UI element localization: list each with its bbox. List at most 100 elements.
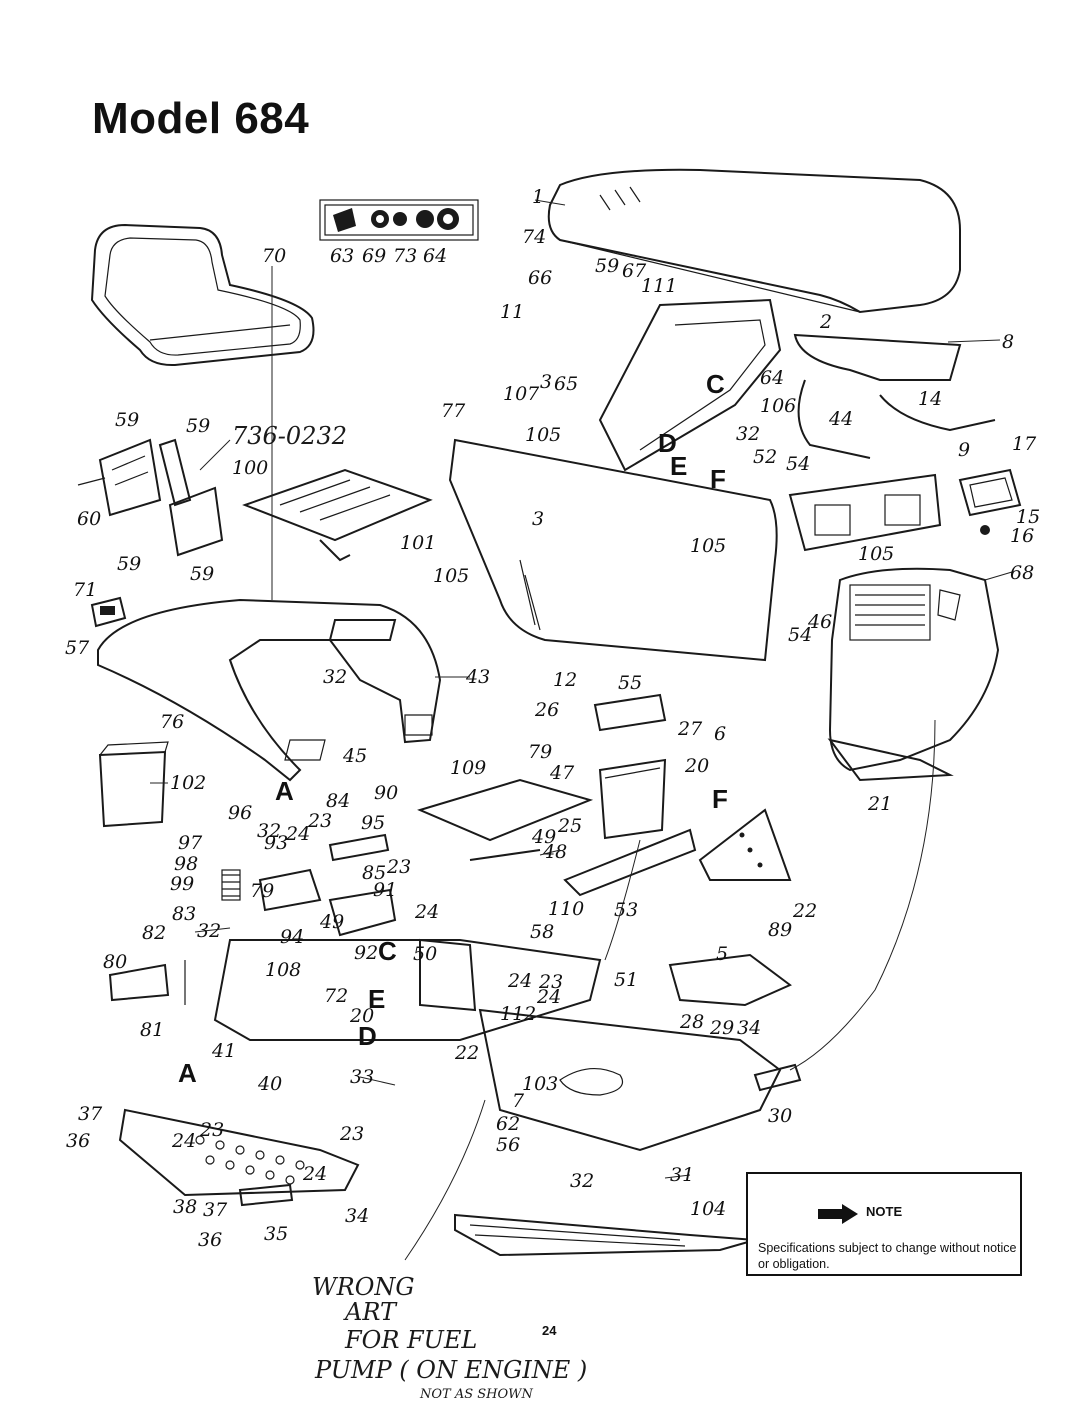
callout-24-6: 24 (302, 1163, 327, 1185)
bracket-4-part (668, 953, 792, 1007)
hood-bracket-part (788, 473, 942, 552)
callout-103: 103 (522, 1073, 558, 1095)
steering-support-part (598, 298, 782, 472)
seat-part (90, 223, 315, 367)
callout-58: 58 (530, 921, 554, 943)
callout-105-4: 105 (858, 543, 894, 565)
callout-79-2: 79 (250, 880, 274, 902)
callout-110: 110 (548, 898, 584, 920)
headlight-part (958, 468, 1022, 535)
note-box: NOTE Specifications subject to change wi… (746, 1172, 1022, 1276)
callout-89: 89 (768, 919, 792, 941)
footrest-part (118, 1108, 360, 1197)
callout-12: 12 (553, 669, 577, 691)
spring-part (221, 869, 241, 901)
callout-79: 79 (528, 741, 552, 763)
grille-part (827, 567, 1000, 782)
tool-box-part (98, 741, 169, 828)
callout-56: 56 (496, 1134, 520, 1156)
callout-51: 51 (614, 969, 638, 991)
handwritten-part-number: 736-0232 (232, 422, 347, 450)
callout-94: 94 (280, 926, 304, 948)
callout-14: 14 (918, 388, 942, 410)
callout-95: 95 (361, 812, 385, 834)
callout-34: 34 (737, 1017, 761, 1039)
callout-36: 36 (66, 1130, 90, 1152)
callout-107: 107 (503, 383, 540, 405)
callout-108: 108 (265, 959, 301, 981)
callout-85: 85 (362, 862, 386, 884)
callout-24-5: 24 (171, 1130, 196, 1152)
callout-45: 45 (342, 745, 367, 767)
callout-97: 97 (178, 832, 203, 854)
switch-part (90, 596, 127, 628)
callout-24-4: 24 (536, 986, 561, 1008)
callout-2: 2 (819, 311, 832, 333)
dash-panel-part (448, 438, 778, 662)
callout-112: 112 (500, 1003, 536, 1025)
callout-66: 66 (528, 267, 552, 289)
ref-letter-e-upper: E (670, 451, 687, 481)
note-text: Specifications subject to change without… (758, 1241, 1017, 1271)
callout-96: 96 (228, 802, 252, 824)
bracket-35-part (238, 1183, 294, 1207)
clutch-bracket-part (108, 960, 186, 1005)
ref-letter-c-upper: C (706, 369, 725, 399)
callout-11: 11 (500, 301, 524, 323)
callout-3-2: 3 (532, 508, 544, 530)
callout-44: 44 (828, 408, 853, 430)
ref-letter-e-lower: E (368, 984, 385, 1014)
seat-plate-part (242, 468, 433, 562)
callout-50: 50 (413, 943, 437, 965)
callout-31: 31 (670, 1164, 694, 1186)
arrow-right-icon (818, 1204, 858, 1224)
frame-part (213, 938, 782, 1152)
callout-32-4: 32 (197, 920, 221, 942)
callout-24-3: 24 (507, 970, 532, 992)
callout-36-2: 36 (198, 1229, 222, 1251)
callout-22-2: 22 (454, 1042, 479, 1064)
callout-9: 9 (958, 439, 970, 461)
callout-32-5: 32 (570, 1170, 594, 1192)
callout-59: 59 (115, 409, 139, 431)
callout-55: 55 (618, 672, 642, 694)
callout-40: 40 (257, 1073, 282, 1095)
callout-53: 53 (614, 899, 638, 921)
callout-98: 98 (174, 853, 198, 875)
callout-92: 92 (354, 942, 378, 964)
callout-102: 102 (170, 772, 206, 794)
callout-54-2: 54 (788, 624, 812, 646)
callout-47: 47 (549, 762, 575, 784)
callout-82: 82 (142, 922, 166, 944)
callout-62: 62 (496, 1113, 520, 1135)
callout-32-2: 32 (736, 423, 760, 445)
callout-111: 111 (641, 275, 677, 297)
callout-83: 83 (172, 903, 196, 925)
page-number: 24 (542, 1323, 557, 1338)
callout-105: 105 (525, 424, 561, 446)
callout-34-2: 34 (345, 1205, 369, 1227)
callout-71: 71 (73, 579, 97, 601)
callout-38: 38 (173, 1196, 197, 1218)
callout-72: 72 (324, 985, 348, 1007)
callout-90: 90 (374, 782, 398, 804)
callout-6: 6 (714, 723, 726, 745)
callout-3: 3 (540, 371, 552, 393)
callout-15: 15 (1016, 506, 1040, 528)
callout-84: 84 (326, 790, 350, 812)
callout-27: 27 (677, 718, 703, 740)
callout-23-5: 23 (339, 1123, 364, 1145)
callout-77: 77 (441, 400, 466, 422)
page-title: Model 684 (92, 94, 310, 143)
callout-57: 57 (65, 637, 90, 659)
callout-80: 80 (103, 951, 127, 973)
callout-52: 52 (753, 446, 777, 468)
callout-63: 63 (330, 245, 354, 267)
callout-23-4: 23 (199, 1119, 224, 1141)
callout-25: 25 (557, 815, 582, 837)
callout-21: 21 (867, 793, 892, 815)
hood-part (547, 168, 961, 314)
callout-99: 99 (170, 873, 194, 895)
